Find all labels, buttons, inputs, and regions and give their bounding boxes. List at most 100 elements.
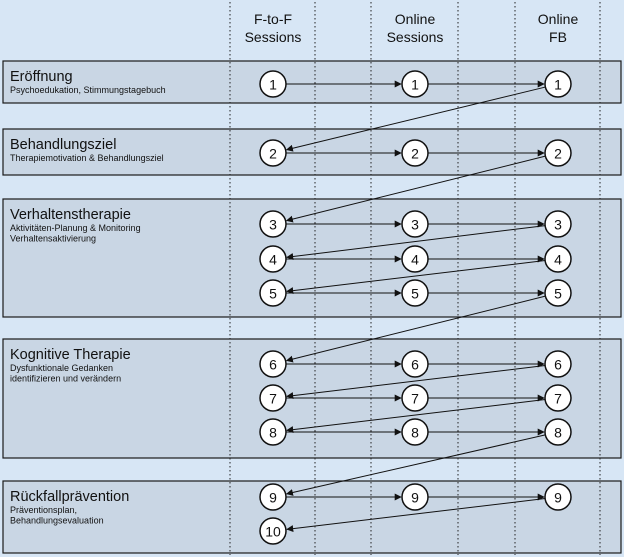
- session-node-3-online: 3: [401, 210, 429, 238]
- session-circle: [401, 418, 429, 446]
- session-number: 9: [411, 490, 419, 506]
- session-number: 8: [554, 425, 562, 441]
- phase-subtitle: Präventionsplan,: [10, 505, 77, 515]
- session-circle: [259, 483, 287, 511]
- phase-title: Rückfallprävention: [10, 489, 129, 505]
- column-header-ftf: Sessions: [245, 29, 302, 45]
- session-circle: [544, 139, 572, 167]
- phase-title: Behandlungsziel: [10, 137, 116, 153]
- session-circle: [544, 350, 572, 378]
- session-circle: [544, 418, 572, 446]
- session-circle: [401, 139, 429, 167]
- session-node-7-fb: 7: [544, 384, 572, 412]
- session-circle: [544, 483, 572, 511]
- session-circle: [259, 279, 287, 307]
- column-header-online: Sessions: [387, 29, 444, 45]
- session-circle: [401, 210, 429, 238]
- session-number: 1: [411, 77, 419, 93]
- session-node-8-online: 8: [401, 418, 429, 446]
- session-circle: [544, 279, 572, 307]
- session-node-8-fb: 8: [544, 418, 572, 446]
- session-number: 7: [411, 391, 419, 407]
- session-circle: [401, 279, 429, 307]
- connector-7-fb-to-8: [286, 399, 546, 434]
- session-number: 6: [554, 357, 562, 373]
- phase-title: Kognitive Therapie: [10, 347, 131, 363]
- session-number: 10: [265, 524, 281, 540]
- session-number: 6: [269, 357, 277, 373]
- session-node-6-online: 6: [401, 350, 429, 378]
- session-number: 8: [269, 425, 277, 441]
- session-circle: [401, 350, 429, 378]
- session-node-5-ftf: 5: [259, 279, 287, 307]
- session-number: 8: [411, 425, 419, 441]
- session-node-1-fb: 1: [544, 70, 572, 98]
- session-circle: [259, 517, 287, 545]
- session-node-9-online: 9: [401, 483, 429, 511]
- session-number: 9: [554, 490, 562, 506]
- session-number: 7: [554, 391, 562, 407]
- session-node-6-ftf: 6: [259, 350, 287, 378]
- column-header-fb: Online: [538, 11, 579, 27]
- session-circle: [544, 70, 572, 98]
- session-circle: [259, 350, 287, 378]
- phase-title: Eröffnung: [10, 69, 73, 85]
- session-node-2-ftf: 2: [259, 139, 287, 167]
- connectors: [285, 80, 546, 533]
- phase-subtitle: Behandlungsevaluation: [10, 516, 104, 526]
- session-number: 1: [554, 77, 562, 93]
- session-number: 6: [411, 357, 419, 373]
- session-node-7-online: 7: [401, 384, 429, 412]
- session-circle: [401, 483, 429, 511]
- phase-subtitle: Therapiemotivation & Behandlungsziel: [10, 153, 164, 163]
- phase-bands: [2, 60, 622, 554]
- session-number: 3: [269, 217, 277, 233]
- session-circle: [401, 384, 429, 412]
- session-circle: [401, 245, 429, 273]
- phase-subtitle: Psychoedukation, Stimmungstagebuch: [10, 85, 166, 95]
- session-node-7-ftf: 7: [259, 384, 287, 412]
- session-circle: [544, 210, 572, 238]
- connector-2-fb-to-3: [285, 155, 546, 223]
- session-number: 9: [269, 490, 277, 506]
- session-node-10-ftf: 10: [259, 517, 287, 545]
- session-number: 5: [411, 286, 419, 302]
- phase-subtitle: identifizieren und verändern: [10, 374, 121, 384]
- connector-8-fb-to-9: [285, 434, 546, 496]
- session-number: 5: [269, 286, 277, 302]
- session-node-4-ftf: 4: [259, 245, 287, 273]
- session-node-1-ftf: 1: [259, 70, 287, 98]
- session-number: 2: [411, 146, 419, 162]
- phase-subtitle: Aktivitäten-Planung & Monitoring: [10, 223, 141, 233]
- connector-1-fb-to-2: [285, 86, 546, 152]
- session-number: 3: [411, 217, 419, 233]
- session-node-2-online: 2: [401, 139, 429, 167]
- connector-9-fb-to-10: [286, 498, 546, 533]
- session-node-1-online: 1: [401, 70, 429, 98]
- session-node-5-online: 5: [401, 279, 429, 307]
- phase-labels: F-to-FSessionsOnlineSessionsOnlineFBEröf…: [10, 11, 578, 526]
- session-number: 4: [554, 252, 562, 268]
- session-circle: [259, 210, 287, 238]
- session-circle: [259, 384, 287, 412]
- connector-6-fb-to-7: [286, 365, 546, 400]
- connector-5-fb-to-6: [285, 295, 546, 363]
- session-circle: [259, 139, 287, 167]
- session-circle: [259, 70, 287, 98]
- phase-title: Verhaltenstherapie: [10, 207, 131, 223]
- phase-subtitle: Verhaltensaktivierung: [10, 234, 96, 244]
- session-node-8-ftf: 8: [259, 418, 287, 446]
- session-number: 5: [554, 286, 562, 302]
- session-node-6-fb: 6: [544, 350, 572, 378]
- session-number: 2: [554, 146, 562, 162]
- phase-band-2: [2, 128, 622, 176]
- session-node-9-fb: 9: [544, 483, 572, 511]
- column-header-ftf: F-to-F: [254, 11, 292, 27]
- session-node-5-fb: 5: [544, 279, 572, 307]
- session-number: 2: [269, 146, 277, 162]
- session-circle: [259, 418, 287, 446]
- phase-band-5: [2, 480, 622, 554]
- phase-band-1: [2, 60, 622, 104]
